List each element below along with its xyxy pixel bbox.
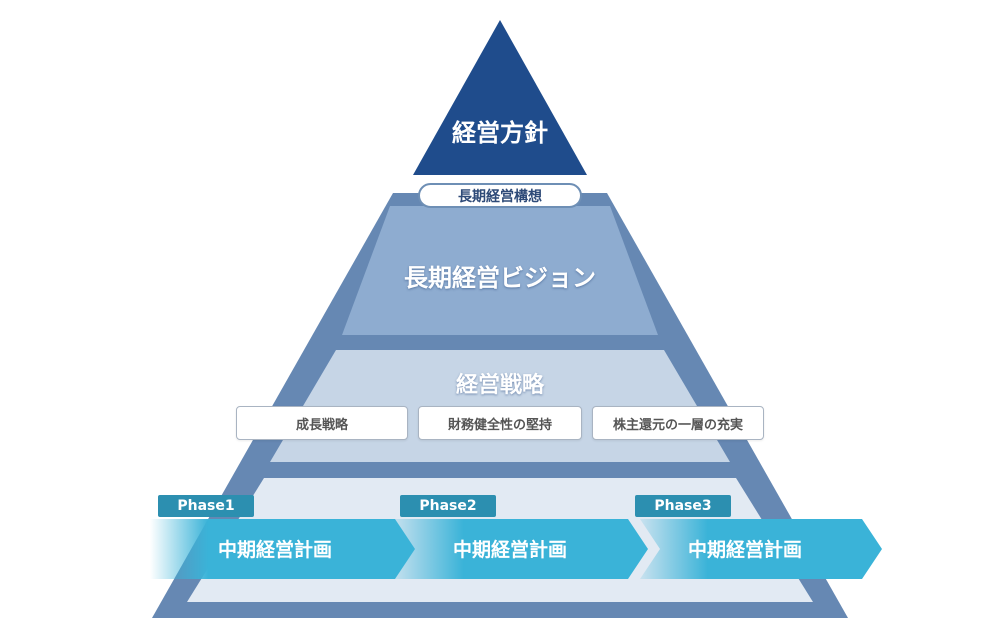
management-strategy-title: 経営戦略 <box>455 373 544 398</box>
vision-band <box>342 206 658 335</box>
phase3-plan-label: 中期経営計画 <box>687 538 802 561</box>
long-term-vision-title: 長期経営ビジョン <box>404 263 596 292</box>
apex-triangle <box>413 20 587 175</box>
long-term-concept-pill: 長期経営構想 <box>418 183 582 208</box>
strategy-financial-soundness: 財務健全性の堅持 <box>418 406 582 440</box>
phase3-arrow <box>640 519 882 579</box>
phase3-tab: Phase3 <box>635 495 731 517</box>
phase1-plan-label: 中期経営計画 <box>217 538 332 561</box>
phase1-arrow <box>150 519 415 579</box>
phase2-arrow <box>392 519 648 579</box>
phase2-tab: Phase2 <box>400 495 496 517</box>
strategy-growth: 成長戦略 <box>236 406 408 440</box>
phase2-plan-label: 中期経営計画 <box>452 538 567 561</box>
phase1-tab: Phase1 <box>158 495 254 517</box>
strategy-shareholder-returns: 株主還元の一層の充実 <box>592 406 764 440</box>
management-policy-title: 経営方針 <box>452 118 548 147</box>
